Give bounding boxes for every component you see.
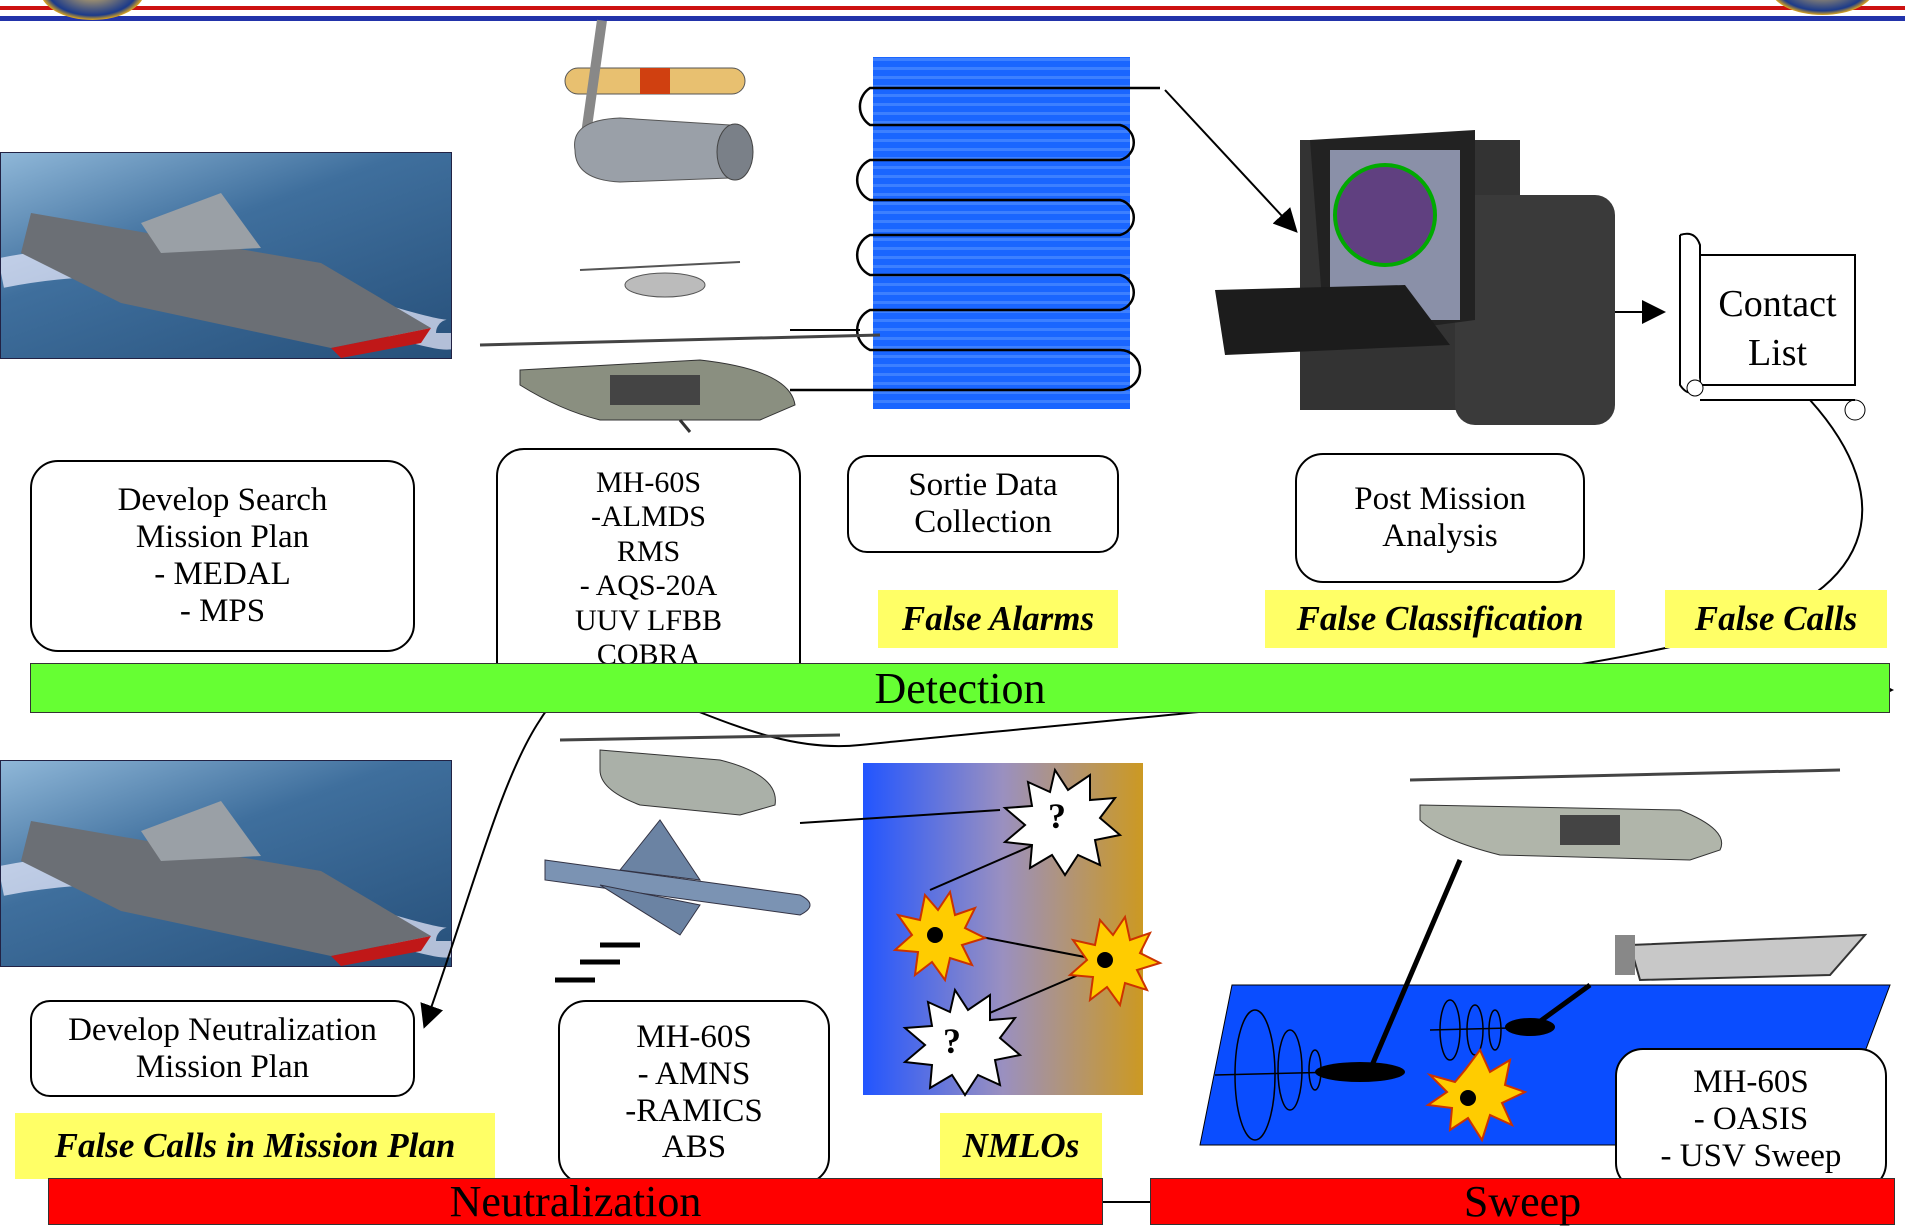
mine-burst-2 — [1067, 914, 1163, 1008]
ship-photo-bottom — [0, 760, 452, 967]
ship-photo-top — [0, 152, 452, 359]
tow-cable-helo — [1367, 859, 1463, 1071]
search-path — [790, 86, 1160, 392]
sortie-box: Sortie Data Collection — [847, 455, 1119, 553]
tow-cable-usv — [1533, 982, 1592, 1028]
false-calls-plan-label: False Calls in Mission Plan — [15, 1113, 495, 1179]
arrow-to-analysis — [1164, 89, 1298, 233]
bomber-aircraft-icon — [544, 819, 811, 983]
false-alarms-label: False Alarms — [878, 590, 1118, 648]
mh60-helicopter-sweep-icon — [1409, 768, 1841, 861]
false-classification-label: False Classification — [1265, 590, 1615, 648]
torpedo-sensor-icon — [564, 19, 746, 131]
sweep-body-2 — [1505, 1018, 1555, 1036]
detection-assets-box: MH-60S -ALMDS RMS - AQS-20A UUV LFBB COB… — [496, 448, 801, 690]
neutralization-assets-box: MH-60S - AMNS -RAMICS ABS — [558, 1000, 830, 1185]
question-mark-bottom: ? — [943, 1021, 961, 1061]
search-plan-box: Develop Search Mission Plan - MEDAL - MP… — [30, 460, 415, 652]
question-burst-top — [1002, 767, 1123, 877]
contact-list-label: Contact List — [1718, 283, 1837, 375]
nmlos-label: NMLOs — [940, 1113, 1102, 1179]
question-burst-bottom — [902, 987, 1023, 1097]
sweep-body-1 — [1315, 1062, 1405, 1082]
false-calls-label: False Calls — [1665, 590, 1887, 648]
question-mark-top: ? — [1048, 796, 1066, 836]
neutralization-bar: Neutralization — [48, 1177, 1103, 1226]
mh60-helicopter-neutralization-icon — [559, 733, 841, 816]
sweep-bar: Sweep — [1150, 1177, 1895, 1226]
header-stripe-blue — [0, 16, 1905, 21]
mh60-helicopter-detection-icon — [479, 333, 881, 433]
emblem-left-icon — [40, 0, 145, 20]
sweep-assets-box: MH-60S - OASIS - USV Sweep — [1615, 1048, 1887, 1191]
mine-burst-sweep — [1425, 1048, 1528, 1143]
uav-helicopter-icon — [579, 261, 741, 298]
contact-list-scroll-icon — [1679, 232, 1866, 421]
emblem-right-icon — [1770, 0, 1875, 15]
usv-boat-icon — [1628, 933, 1868, 982]
detection-bar: Detection — [30, 663, 1890, 713]
neutralization-plan-box: Develop Neutralization Mission Plan — [30, 1000, 415, 1097]
header-stripe-red — [0, 6, 1905, 10]
post-mission-box: Post Mission Analysis — [1295, 453, 1585, 583]
laptop-analysis-icon — [1215, 130, 1615, 425]
